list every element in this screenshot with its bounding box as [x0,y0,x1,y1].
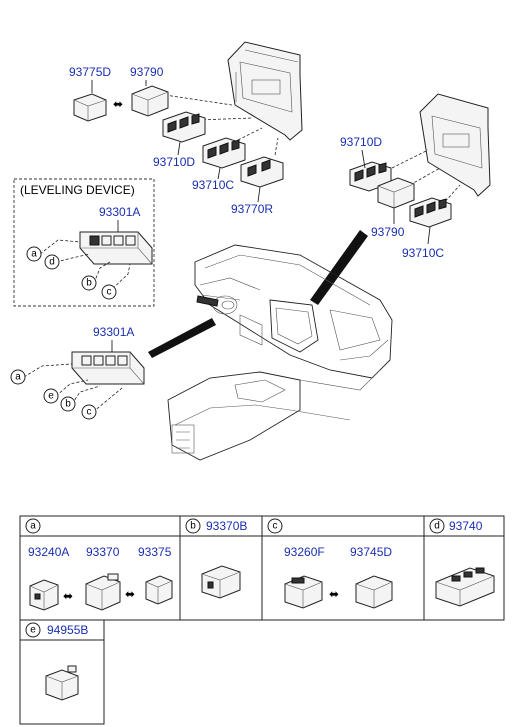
callout-93775D: 93775D [69,65,111,79]
switch-93790-top [131,85,169,117]
part-93740-drawing [435,567,495,607]
switch-93710D-top [162,111,206,143]
switch-block-93301A-mid [71,351,145,385]
center-fascia-right [419,93,491,197]
callout-93710D-top: 93710D [153,155,195,169]
center-fascia-top [227,41,303,141]
dashboard-illustration [167,244,393,461]
switch-93775D [73,93,107,122]
callout-93790-top: 93790 [130,65,164,79]
circle-e-mid: e [43,388,59,404]
circle-d-top-text: d [49,257,55,268]
callout-93790-right: 93790 [371,225,405,239]
double-arrow-a2: ⬌ [125,587,135,601]
callout-93710C-top: 93710C [192,178,234,192]
table-cell-e: e 94955B [25,622,88,701]
circle-c-top-text: c [107,287,112,298]
cell-a-part-2: 93370 [86,545,120,559]
callout-93710C-right: 93710C [402,246,444,260]
callout-93770R: 93770R [231,202,273,216]
cell-c-letter: c [273,521,278,532]
circle-a-top-text: a [31,249,37,260]
leveling-device-box [13,178,155,307]
circle-b-mid: b [60,396,76,412]
double-arrow-a1: ⬌ [63,589,73,603]
part-93745D-drawing [355,575,393,609]
part-93260F-drawing [284,575,323,609]
part-93370-drawing [85,573,121,611]
parts-table [19,515,505,725]
cell-a-part-3: 93375 [138,545,172,559]
switch-93710C-right [409,197,452,228]
circle-a-mid: a [10,369,26,385]
table-cell-a: a 93240A 93370 93375 ⬌ ⬌ [25,518,173,611]
callout-93301A-top: 93301A [99,205,140,219]
cell-b-part-1: 93370B [206,519,247,533]
part-93240A-drawing [29,579,59,611]
part-94955B-drawing [45,665,79,701]
callout-93710D-right: 93710D [340,135,382,149]
circle-a-top: a [26,246,42,262]
pointer-wedge-right [310,230,368,305]
switch-93710D-right [349,161,392,192]
circle-e-mid-text: e [48,391,54,402]
callout-93301A-mid: 93301A [93,325,134,339]
table-cell-c: c 93260F 93745D ⬌ [267,518,393,609]
table-cell-b: b 93370B [185,518,247,599]
cell-b-letter: b [190,521,196,532]
cell-c-part-2: 93745D [350,545,392,559]
switch-93710C-top [202,137,246,169]
circle-b-mid-text: b [65,399,71,410]
switch-block-93301A-top [79,231,153,265]
switch-93790-right [377,177,415,209]
part-93370B-drawing [201,565,241,599]
cell-e-part-1: 94955B [47,623,88,637]
circle-b-top: b [81,275,97,291]
leveling-device-label: (LEVELING DEVICE) [20,183,135,197]
circle-a-mid-text: a [15,372,21,383]
circle-c-top: c [101,284,117,300]
cell-c-part-1: 93260F [284,545,325,559]
cell-a-letter: a [30,521,36,532]
pointer-wedge-left [148,318,216,358]
cell-d-part-1: 93740 [449,519,483,533]
cell-a-part-1: 93240A [28,545,69,559]
double-arrow: ⬌ [113,97,123,111]
cell-e-letter: e [30,625,36,636]
table-cell-d: d 93740 [429,518,495,607]
double-arrow-c: ⬌ [329,587,339,601]
cell-d-letter: d [434,521,440,532]
part-93375-drawing [145,575,173,605]
circle-c-mid: c [81,404,97,420]
switch-93770R [240,156,284,188]
circle-b-top-text: b [86,278,92,289]
circle-c-mid-text: c [87,407,92,418]
circle-d-top: d [44,254,60,270]
